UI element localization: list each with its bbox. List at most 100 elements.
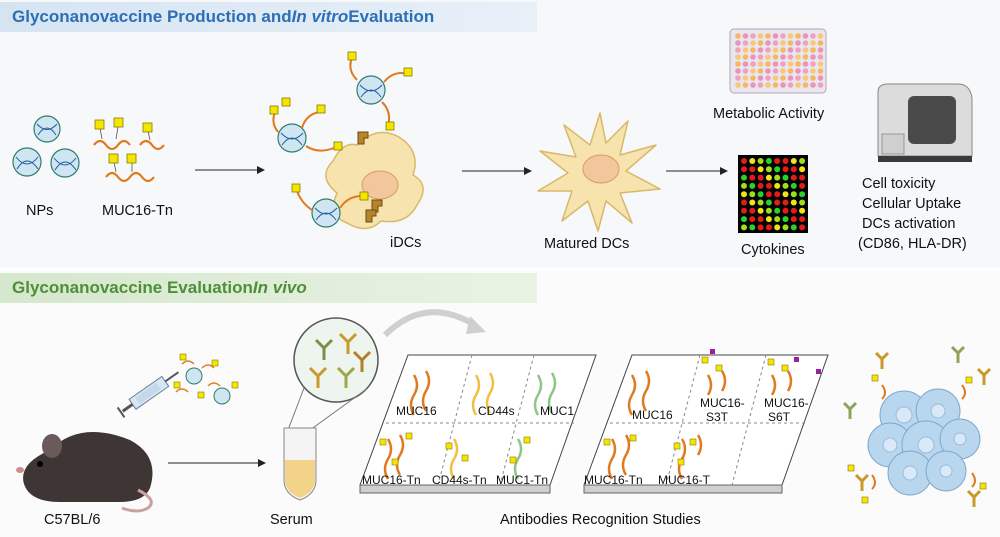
cytokine-spot: [749, 174, 756, 181]
nps-label: NPs: [26, 203, 54, 219]
microplate-well: [772, 47, 779, 53]
cytokine-spot: [799, 191, 806, 198]
microplate-well: [742, 82, 749, 88]
microplate-well: [810, 40, 816, 46]
microplate-well: [772, 75, 779, 81]
cytokine-spot: [782, 216, 789, 223]
microplate-well: [795, 47, 801, 53]
glycan-array-slide-2: [583, 349, 829, 494]
microplate-well: [750, 47, 756, 53]
microplate-well: [795, 61, 801, 67]
microplate-well: [802, 82, 809, 88]
cytokine-spot: [765, 191, 772, 198]
cytokine-spot: [774, 191, 781, 198]
microplate-well: [757, 68, 764, 74]
slide1-muc1: MUC1: [540, 404, 575, 418]
microplate-well: [735, 75, 741, 81]
microplate-well: [787, 54, 794, 60]
slide2-muc16-s6t-line2: S6T: [768, 410, 791, 424]
microplate-well: [742, 54, 749, 60]
microplate-well: [735, 54, 741, 60]
microplate-well: [765, 33, 771, 39]
microplate-well: [780, 40, 786, 46]
idcs-label: iDCs: [390, 235, 422, 251]
cytokine-spot: [757, 158, 764, 164]
slide2-muc16: MUC16: [632, 408, 673, 422]
readout-cell-toxicity: Cell toxicity: [862, 176, 936, 192]
microplate-well: [795, 40, 801, 46]
matured-dc-cell: [537, 112, 661, 232]
microplate-well: [750, 33, 756, 39]
microplate-well: [772, 68, 779, 74]
cytokine-spot: [741, 216, 747, 223]
microplate-well: [735, 40, 741, 46]
cytokine-spot: [790, 174, 797, 181]
microplate-well: [802, 68, 809, 74]
cytokine-spot: [765, 158, 772, 164]
microplate-well: [780, 61, 786, 67]
microplate-well: [817, 68, 824, 74]
microplate-well: [817, 75, 824, 81]
slide2-muc16-tn: MUC16-Tn: [584, 473, 643, 487]
cytokine-spot: [741, 174, 747, 181]
microplate-well: [817, 54, 824, 60]
cytokine-spot: [741, 182, 747, 189]
serum-label: Serum: [270, 512, 313, 528]
cytokine-spot: [757, 174, 764, 181]
slide1-muc16-tn: MUC16-Tn: [362, 473, 421, 487]
cytokine-spot: [757, 216, 764, 223]
microplate-well: [750, 68, 756, 74]
cytokine-spot: [790, 224, 797, 231]
microplate-well: [757, 61, 764, 67]
cytokine-spot: [765, 216, 772, 223]
microplate-well: [765, 82, 771, 88]
cytokine-spot: [790, 182, 797, 189]
curved-transfer-arrow: [382, 309, 486, 338]
microplate-well: [735, 47, 741, 53]
banner-top-italic: In vitro: [291, 7, 349, 26]
cytokine-spot: [782, 174, 789, 181]
slide1-cd44s: CD44s: [478, 404, 515, 418]
microplate-well: [757, 54, 764, 60]
arrow-3: [666, 167, 728, 175]
microplate-well: [765, 54, 771, 60]
microplate-well: [772, 54, 779, 60]
slide1-muc16: MUC16: [396, 404, 437, 418]
nanoparticles-illustration: [12, 115, 80, 178]
mouse-strain-label: C57BL/6: [44, 512, 101, 528]
cytokine-spot: [799, 166, 806, 173]
serum-magnifier: [283, 317, 379, 501]
cytokine-spot: [765, 199, 772, 206]
microplate-well: [757, 40, 764, 46]
microplate-well: [787, 61, 794, 67]
slide2-muc16-s3t-line1: MUC16-: [700, 396, 745, 410]
microplate-well: [742, 40, 749, 46]
cytokine-spot: [774, 216, 781, 223]
microplate-well: [772, 61, 779, 67]
in-vivo-banner: Glyconanovaccine Evaluation In vivo: [0, 273, 537, 303]
cytokine-spot: [749, 216, 756, 223]
microplate-well: [742, 61, 749, 67]
muc16-tn-glycopeptides: [93, 117, 165, 183]
microplate-well: [795, 68, 801, 74]
microplate-well: [757, 82, 764, 88]
readout-cellular-uptake: Cellular Uptake: [862, 196, 962, 212]
microplate-well: [802, 33, 809, 39]
microplate-well: [787, 47, 794, 53]
microplate-well: [802, 47, 809, 53]
injected-nanovaccines: [173, 353, 239, 405]
microplate-well: [765, 68, 771, 74]
cytokines-label: Cytokines: [741, 242, 805, 258]
cytokine-spot: [741, 207, 747, 214]
metabolic-activity-label: Metabolic Activity: [713, 106, 825, 122]
cytokine-spot: [790, 191, 797, 198]
microplate-well: [802, 61, 809, 67]
microplate-well: [735, 33, 741, 39]
microplate-well: [765, 40, 771, 46]
cytokine-spot: [799, 224, 806, 231]
microplate-well: [817, 61, 824, 67]
cytokine-spot: [749, 224, 756, 231]
microplate-well: [810, 68, 816, 74]
glycan-array-slide-1: [359, 354, 597, 494]
cytokine-spot: [765, 224, 772, 231]
